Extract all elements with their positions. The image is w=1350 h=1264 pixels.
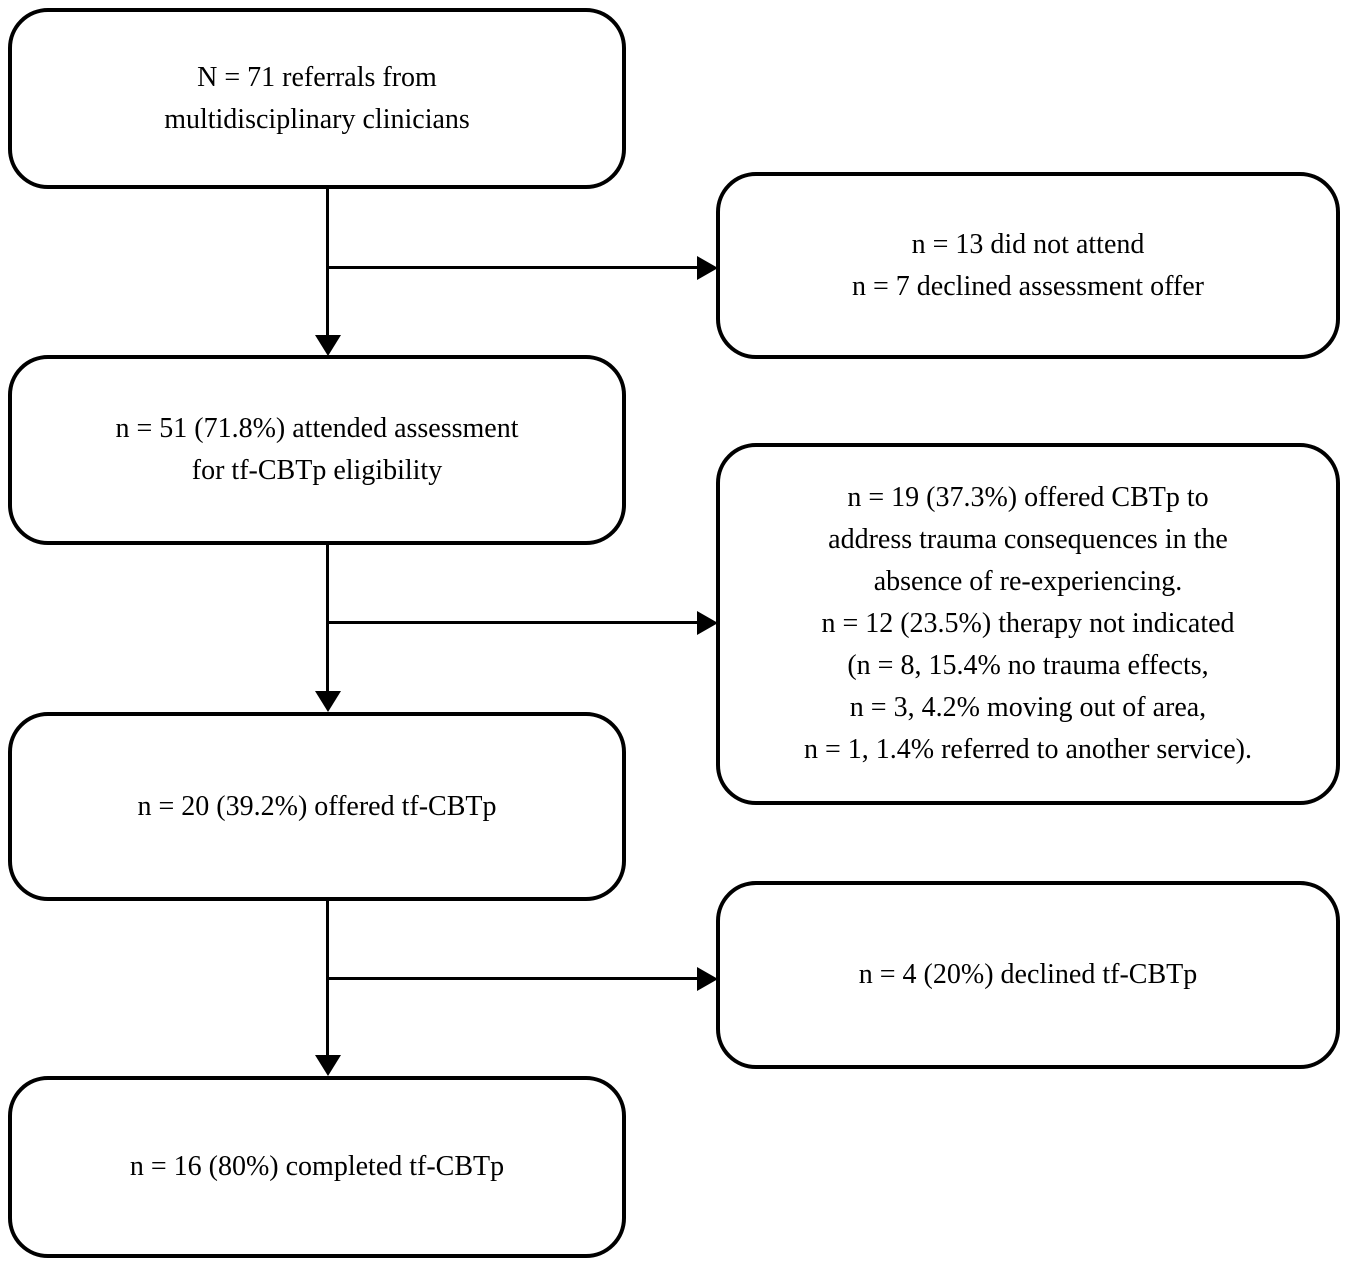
node-text-line: multidisciplinary clinicians — [164, 103, 470, 135]
node-text-line: n = 3, 4.2% moving out of area, — [849, 692, 1207, 723]
node-text-line: n = 13 did not attend — [911, 228, 1145, 260]
arrowhead-down-icon — [315, 1055, 341, 1076]
node-referrals: N = 71 referrals from multidisciplinary … — [8, 8, 626, 189]
node-offered-tfcbtp: n = 20 (39.2%) offered tf-CBTp — [8, 712, 626, 901]
arrowhead-right-icon — [697, 611, 718, 635]
node-completed-tfcbtp: n = 16 (80%) completed tf-CBTp — [8, 1076, 626, 1258]
node-text-line: n = 7 declined assessment offer — [852, 270, 1204, 302]
node-text-line: N = 71 referrals from — [197, 61, 437, 93]
connector-referrals-to-attended — [326, 189, 329, 336]
connector-branch-to-did-not-attend — [327, 266, 699, 269]
node-exclusion-reasons: n = 19 (37.3%) offered CBTp to address t… — [716, 443, 1340, 805]
node-text-line: absence of re-experiencing. — [873, 566, 1183, 597]
node-text-line: n = 4 (20%) declined tf-CBTp — [858, 959, 1198, 990]
arrowhead-down-icon — [315, 335, 341, 356]
node-text-line: n = 1, 1.4% referred to another service)… — [803, 734, 1253, 765]
node-text-line: n = 16 (80%) completed tf-CBTp — [129, 1151, 505, 1182]
node-text-line: address trauma consequences in the — [828, 524, 1228, 555]
connector-branch-to-declined — [327, 977, 699, 980]
node-text-line: for tf-CBTp eligibility — [191, 455, 443, 486]
node-declined-tfcbtp: n = 4 (20%) declined tf-CBTp — [716, 881, 1340, 1069]
arrowhead-right-icon — [697, 256, 718, 280]
arrowhead-down-icon — [315, 691, 341, 712]
node-text-line: n = 19 (37.3%) offered CBTp to — [847, 482, 1209, 513]
node-text-line: n = 51 (71.8%) attended assessment — [115, 413, 519, 444]
node-did-not-attend: n = 13 did not attend n = 7 declined ass… — [716, 172, 1340, 359]
node-attended-assessment: n = 51 (71.8%) attended assessment for t… — [8, 355, 626, 545]
node-text-line: n = 20 (39.2%) offered tf-CBTp — [137, 790, 497, 822]
node-text-line: (n = 8, 15.4% no trauma effects, — [847, 650, 1209, 681]
arrowhead-right-icon — [697, 967, 718, 991]
connector-branch-to-exclusion-reasons — [327, 621, 699, 624]
node-text-line: n = 12 (23.5%) therapy not indicated — [821, 608, 1235, 639]
connector-attended-to-offered — [326, 544, 329, 692]
